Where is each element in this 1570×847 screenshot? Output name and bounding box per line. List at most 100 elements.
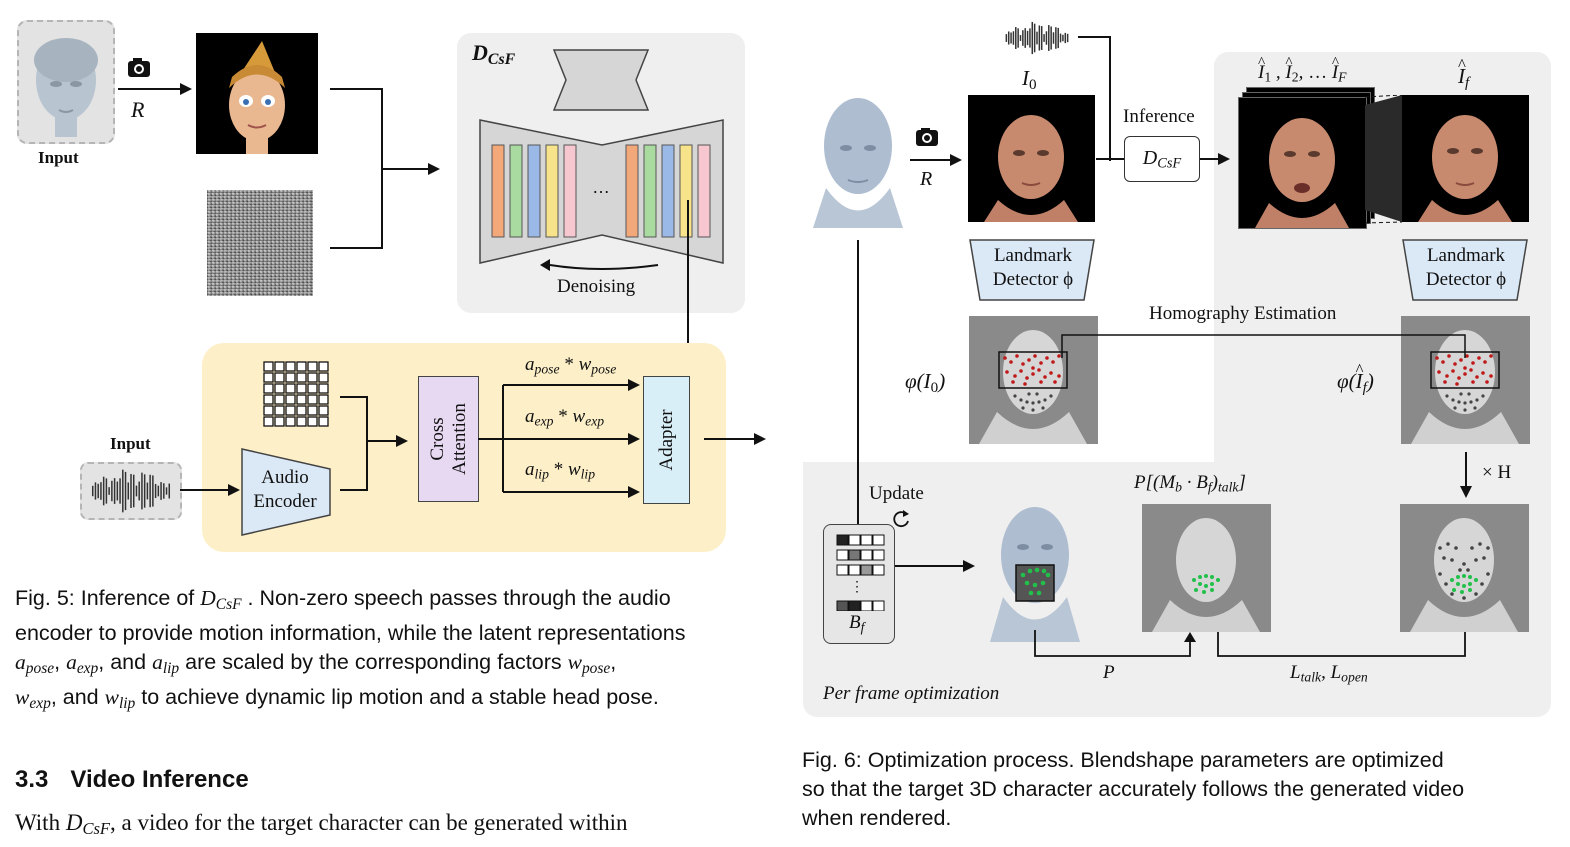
blendshape-cell: [872, 564, 885, 576]
blendshape-cell: [848, 600, 861, 612]
landmark-point: [1489, 354, 1493, 358]
landmark-point: [1458, 568, 1462, 572]
landmark-point: [1443, 380, 1447, 384]
grid-cell: [307, 361, 318, 372]
blendshape-cell: [836, 600, 849, 612]
landmark-point: [1435, 356, 1439, 360]
blendshape-bars-icon: ⋮: [836, 534, 885, 612]
input-label-audio: Input: [110, 434, 151, 453]
grid-cell: [307, 416, 318, 427]
grid-cell: [318, 372, 329, 383]
grid-cell: [296, 416, 307, 427]
grid-cell: [274, 383, 285, 394]
landmark-point: [1462, 562, 1466, 566]
mouth-landmark: [1460, 590, 1464, 594]
grid-cell: [263, 405, 274, 416]
landmark-point: [1462, 596, 1466, 600]
phi-If-label: φ(If): [1337, 360, 1374, 397]
gray-shoulders: [1411, 412, 1519, 444]
times-H-label: × H: [1482, 462, 1512, 483]
blendshape-cell: [872, 549, 885, 561]
landmark-point: [1455, 382, 1459, 386]
refresh-icon: [893, 510, 909, 528]
grid-cell: [307, 405, 318, 416]
grid-cell: [263, 372, 274, 383]
mouth-landmark: [1032, 582, 1038, 588]
mouth-landmark: [1198, 575, 1202, 579]
camera-icon: [128, 58, 150, 77]
mouth-landmark: [1468, 588, 1472, 592]
landmark-point: [1453, 406, 1457, 410]
landmark-point: [1474, 592, 1478, 596]
inputs-to-cross-attention: [340, 396, 408, 491]
input-label-top: Input: [38, 148, 79, 167]
grid-cell: [307, 383, 318, 394]
grid-cell: [274, 416, 285, 427]
grid-cell: [296, 394, 307, 405]
blendshape-cell: [848, 564, 861, 576]
landmark-point: [1486, 572, 1490, 576]
landmark-point: [1477, 356, 1481, 360]
grid-cell: [307, 394, 318, 405]
mouth-landmark: [1210, 582, 1214, 586]
grid-cell: [263, 394, 274, 405]
camera-icon: [916, 128, 938, 146]
grid-cell: [307, 372, 318, 383]
unet-layer-bar: [625, 144, 639, 238]
mouth-landmark: [1204, 584, 1208, 588]
waveform-icon: [91, 469, 171, 513]
I0-label: I0: [1022, 66, 1037, 93]
mouth-landmark: [1462, 574, 1466, 578]
landmark-point: [1031, 372, 1035, 376]
mouth-landmark: [1027, 568, 1033, 574]
landmark-point: [1438, 572, 1442, 576]
landmark-detector-right-shape: [1402, 239, 1528, 301]
mouth-landmark: [1194, 588, 1198, 592]
mouth-landmark: [1192, 578, 1196, 582]
landmark-point: [1031, 401, 1035, 405]
landmark-point: [1037, 400, 1041, 404]
landmark-point: [1444, 582, 1448, 586]
landmark-detector-left-shape: [969, 239, 1095, 301]
landmark-point: [1470, 546, 1474, 550]
landmark-point: [1015, 354, 1019, 358]
audio-encoder-label: Audio Encoder: [253, 467, 317, 512]
grid-cell: [263, 383, 274, 394]
grid-cell: [285, 383, 296, 394]
render-arrow: [118, 58, 192, 95]
landmark-point: [1027, 358, 1031, 362]
grid-cell: [285, 361, 296, 372]
landmark-point: [1471, 380, 1475, 384]
cross-attention-block: Cross Attention: [418, 376, 479, 502]
landmark-point: [1453, 362, 1457, 366]
mouth-landmark: [1034, 567, 1040, 573]
landmarks-phi-I0: [969, 316, 1098, 444]
mouth-landmark: [1198, 582, 1202, 586]
landmarks-phi-If: [1401, 316, 1530, 444]
loss-label: Ltalk, Lopen: [1290, 662, 1368, 685]
grid-cell: [296, 361, 307, 372]
mouth-landmark: [1474, 578, 1478, 582]
blendshape-cell: [836, 564, 849, 576]
gray-shoulders: [979, 412, 1087, 444]
grid-cell: [263, 361, 274, 372]
input-character-thumbnail: [17, 20, 115, 144]
unet-layer-bar: [509, 144, 523, 238]
landmark-point: [1480, 582, 1484, 586]
P-talk-label: P[(Mb · Bf)talk]: [1134, 472, 1246, 495]
inference-label: Inference: [1123, 106, 1195, 127]
landmark-point: [1045, 356, 1049, 360]
homography-connector: [1061, 334, 1466, 358]
rendered-face-I0: [968, 95, 1095, 222]
landmark-point: [1451, 398, 1455, 402]
grid-cell: [318, 394, 329, 405]
blendshape-cell: [860, 549, 873, 561]
landmark-point: [1486, 546, 1490, 550]
mouth-landmark: [1028, 590, 1034, 596]
P-label: P: [1103, 662, 1115, 683]
adapter-label: Adapter: [655, 409, 677, 471]
landmark-point: [1009, 360, 1013, 364]
landmark-point: [1450, 592, 1454, 596]
fig6-caption: Fig. 6: Optimization process. Blendshape…: [802, 748, 1465, 830]
